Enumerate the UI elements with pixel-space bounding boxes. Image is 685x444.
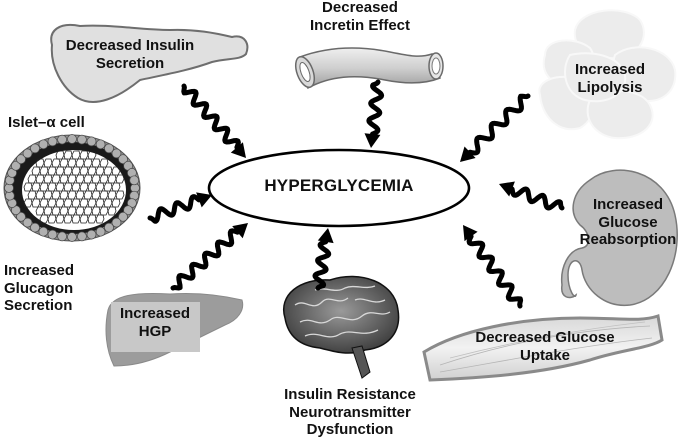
arrow-from-kidney-head — [499, 181, 515, 197]
label-line: Insulin Resistance — [284, 386, 416, 403]
arrow-from-muscle-body — [466, 233, 524, 309]
alpha-cell — [16, 154, 26, 165]
brain-icon — [283, 275, 400, 379]
node-kidney-label: Increased Glucose Reabsorption — [572, 196, 684, 249]
beta-cell — [107, 206, 117, 216]
arrow-from-muscle-head — [463, 225, 478, 242]
alpha-cell — [77, 231, 87, 242]
arrow-from-adipose-head — [460, 146, 476, 162]
arrow-from-gut-body — [366, 79, 385, 137]
alpha-cell — [118, 154, 128, 165]
label-line: Secretion — [4, 297, 73, 315]
alpha-cell — [38, 139, 49, 150]
alpha-cell — [111, 148, 122, 159]
arrow-from-islet-head — [196, 192, 212, 208]
arrow-from-islet-body — [147, 194, 202, 224]
label-line: Uptake — [519, 346, 571, 364]
alpha-cell — [22, 217, 33, 228]
alpha-cell — [111, 217, 122, 228]
node-liver-label: Increased HGP — [110, 305, 200, 340]
hyperglycemia-ellipse — [207, 148, 471, 228]
pancreas-icon — [50, 24, 249, 103]
alpha-cell — [104, 143, 114, 154]
label-line: Reabsorption — [579, 231, 677, 249]
alpha-cell — [95, 226, 106, 237]
alpha-cell — [57, 231, 67, 242]
alpha-cell — [67, 232, 77, 242]
arrow-from-liver-body — [170, 228, 240, 291]
node-muscle-label: Decreased Glucose Uptake — [455, 329, 635, 364]
alpha-cell — [118, 211, 128, 222]
alpha-cell — [123, 205, 133, 216]
arrow-from-brain-head — [317, 228, 334, 244]
alpha-cell — [47, 136, 58, 147]
beta-cell — [95, 214, 105, 224]
label-line: Decreased Insulin — [65, 37, 195, 54]
label-line: Neurotransmitter — [289, 403, 411, 421]
label-line: Increased — [119, 305, 191, 322]
label-line: Glucagon — [4, 279, 74, 297]
label-line: Increased — [592, 196, 664, 213]
alpha-cell — [86, 136, 97, 147]
alpha-cell — [104, 222, 114, 233]
alpha-cell — [47, 229, 58, 240]
alpha-cell — [67, 134, 77, 144]
alpha-cell — [57, 134, 67, 145]
node-islet-label: Increased Glucagon Secretion — [4, 262, 74, 315]
node-gut-label: Decreased Incretin Effect — [290, 0, 430, 34]
arrow-from-gut-head — [364, 133, 381, 148]
islet-caption: Islet–α cell — [8, 114, 85, 131]
alpha-cell — [95, 139, 106, 150]
alpha-cell — [30, 222, 40, 233]
node-adipose-label: Increased Lipolysis — [555, 61, 665, 96]
label-line: Incretin Effect — [309, 16, 411, 34]
alpha-cell — [129, 175, 140, 186]
arrow-from-pancreas-head — [230, 142, 246, 158]
label-line: Glucose — [598, 213, 658, 231]
label-line: Dysfunction — [306, 421, 394, 439]
label-line: HGP — [138, 322, 172, 340]
arrows-group — [147, 79, 565, 309]
node-brain-label: Insulin Resistance Neurotransmitter Dysf… — [265, 386, 435, 439]
arrow-from-adipose-body — [467, 93, 531, 156]
arrow-from-liver-head — [232, 223, 248, 239]
alpha-cell — [30, 143, 40, 154]
alpha-cell — [16, 211, 26, 222]
alpha-cell — [86, 229, 97, 240]
intestine-tube-icon — [294, 47, 444, 90]
alpha-cell — [77, 134, 87, 145]
arrow-from-brain-body — [312, 239, 332, 291]
islet-cell-icon — [3, 134, 141, 242]
label-line: Secretion — [95, 54, 165, 72]
muscle-fiber-icon — [422, 314, 664, 382]
label-line: Increased — [4, 262, 75, 279]
alpha-cell — [22, 148, 33, 159]
kidney-icon — [560, 169, 678, 306]
arrow-from-pancreas-body — [181, 83, 241, 150]
adipocyte-cluster-icon — [538, 9, 677, 140]
label-line: Decreased Glucose — [475, 329, 615, 346]
arrow-from-kidney-body — [509, 186, 565, 211]
label-line: Increased — [574, 61, 646, 78]
alpha-cell — [11, 160, 21, 171]
liver-icon — [105, 292, 244, 367]
alpha-cell — [38, 226, 49, 237]
center-label: HYPERGLYCEMIA — [264, 176, 414, 195]
node-pancreas-label: Decreased Insulin Secretion — [50, 37, 210, 72]
label-line: Lipolysis — [577, 78, 643, 96]
label-line: Decreased — [322, 0, 398, 16]
